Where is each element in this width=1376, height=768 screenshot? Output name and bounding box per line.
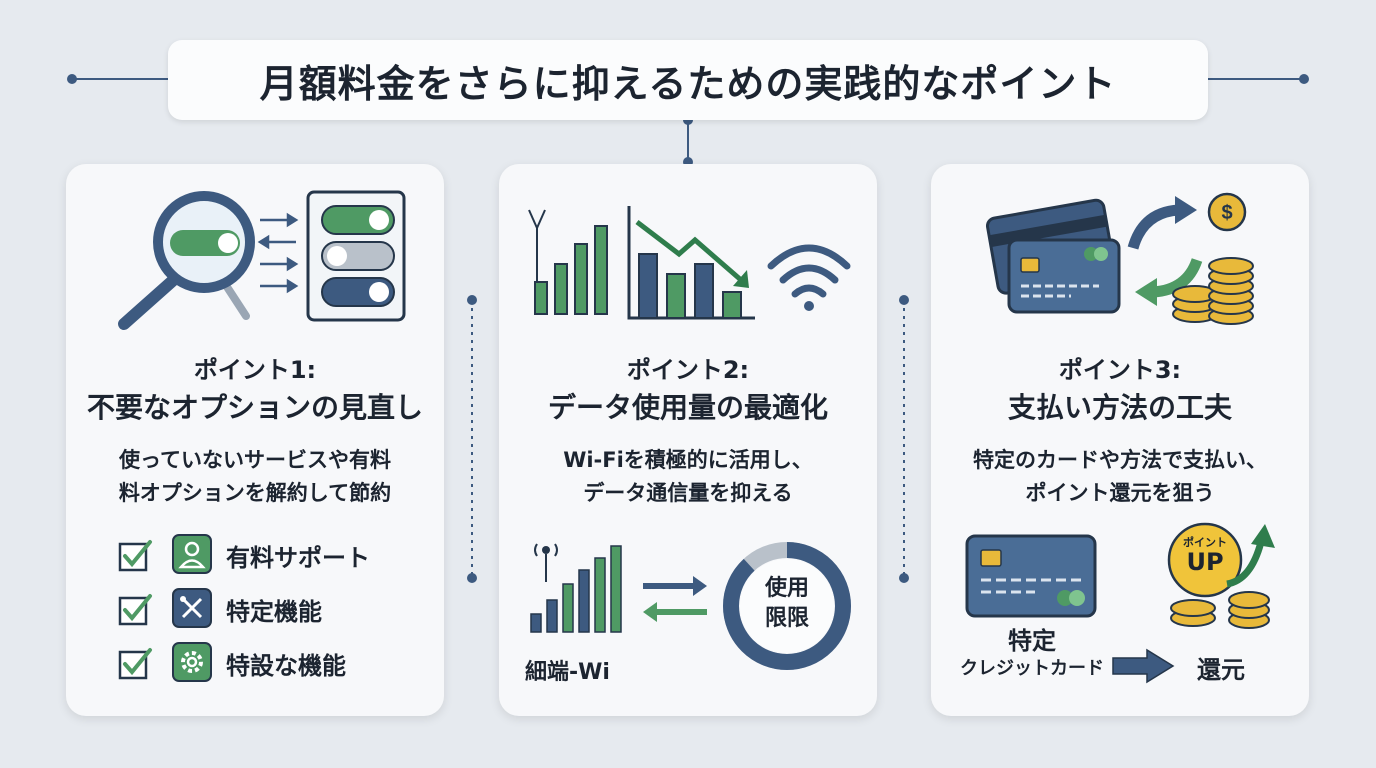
coin-stack-icon [1170,591,1270,629]
svg-text:$: $ [1221,202,1232,224]
tools-icon [172,588,212,628]
point3-description-line2: ポイント還元を狙う [1025,481,1215,505]
points-badge-big-text: UP [1186,548,1224,576]
point2-description-line1: Wi-Fiを積極的に活用し、 [563,448,813,472]
checkbox-checked-icon [118,648,152,680]
card-label: 特定 クレジットカード [947,626,1117,682]
arrow-right-icon [1112,648,1175,684]
exchange-arrows-icon [1127,196,1203,306]
point-card-3: $ ポイント3: 支払い方法の工夫 特定のカードや方法で支払い、 ポイント還元を… [931,164,1309,716]
credit-card-icon [965,534,1097,618]
point2-heading: ポイント2: [626,356,750,384]
return-label: 還元 [1197,656,1245,684]
usage-limit-gauge [723,542,851,670]
point3-description: 特定のカードや方法で支払い、 ポイント還元を狙う [931,444,1309,510]
point1-description-line2: 料オプションを解約して節約 [118,481,392,505]
declining-chart-icon [627,206,755,320]
checklist-label: 特定機能 [226,598,322,626]
wifi-icon [767,244,851,311]
arrows-icon [257,212,299,294]
usage-limit-label: 使用 限限 [721,574,853,634]
usage-limit-line2: 限限 [764,606,809,631]
signal-bars-icon [528,209,608,315]
point-card-2: ポイント2: データ使用量の最適化 Wi-Fiを積極的に活用し、 データ通信量を… [499,164,877,716]
data-usage-illustration [528,206,851,320]
points-up-badge [1167,522,1243,598]
point1-description: 使っていないサービスや有料 料オプションを解約して節約 [66,444,444,510]
signal-label: 細端-Wi [525,660,610,685]
coin-stack-icon [1172,257,1254,325]
checkbox-checked-icon [118,540,152,572]
checklist-item: 特設な機能 [118,642,418,682]
option-review-illustration [118,190,406,330]
point1-description-line1: 使っていないサービスや有料 [119,448,391,472]
payment-illustration: $ [986,192,1254,325]
toggle-panel-icon [306,190,406,322]
card-label-line2: クレジットカード [960,658,1104,679]
credit-cards-icon [986,198,1121,314]
growth-arrow-icon [1226,524,1275,588]
checklist-label: 有料サポート [226,544,370,572]
coin-icon: $ [1207,192,1247,232]
point2-subheading: データ使用量の最適化 [547,391,828,424]
checklist-item: 有料サポート [118,534,418,574]
person-icon [172,534,212,574]
checklist-item: 特定機能 [118,588,418,628]
checklist-label: 特設な機能 [226,652,346,680]
point3-heading: ポイント3: [1058,356,1182,384]
point3-subheading: 支払い方法の工夫 [1007,391,1232,424]
magnifier-icon [118,191,255,330]
card-label-line1: 特定 [1008,627,1056,655]
points-badge-small-text: ポイント [1183,536,1227,549]
usage-limit-line1: 使用 [764,576,809,601]
checkbox-checked-icon [118,594,152,626]
point2-description-line2: データ通信量を抑える [583,481,793,505]
points-up-illustration [1167,522,1275,629]
page-title: 月額料金をさらに抑えるための実践的なポイント [168,40,1208,120]
point1-subheading: 不要なオプションの見直し [86,391,423,424]
point-card-1: ポイント1: 不要なオプションの見直し 使っていないサービスや有料 料オプション… [66,164,444,716]
point3-description-line1: 特定のカードや方法で支払い、 [973,448,1267,472]
antenna-signal-icon [530,543,622,633]
point2-description: Wi-Fiを積極的に活用し、 データ通信量を抑える [499,444,877,510]
exchange-arrows-icon [643,576,707,622]
gear-icon [172,642,212,682]
point1-heading: ポイント1: [193,356,317,384]
